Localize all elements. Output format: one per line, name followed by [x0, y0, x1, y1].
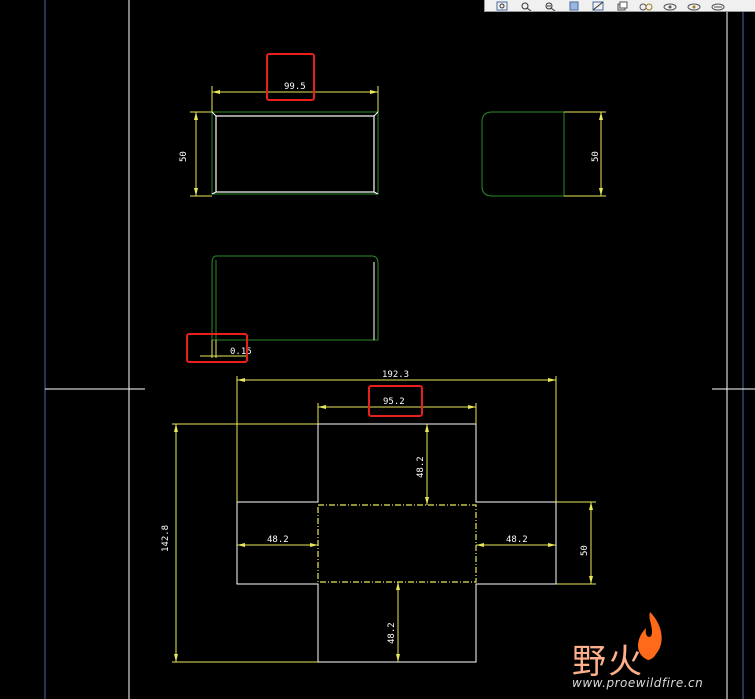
top-view-height-dim[interactable]: 50 — [179, 151, 189, 162]
watermark-url: www.proewildfire.cn — [572, 676, 704, 690]
highlight-boxes — [186, 53, 423, 417]
flat-right-height-dim[interactable]: 50 — [580, 545, 590, 556]
flat-pattern[interactable]: 192.3 95.2 142.8 48.2 48.2 48.2 48.2 — [161, 370, 596, 663]
side-view[interactable]: 50 — [481, 111, 606, 197]
watermark: 野火 www.proewildfire.cn — [570, 612, 750, 692]
display-style-2-icon[interactable] — [661, 1, 679, 11]
front-view[interactable]: 0.15 — [200, 255, 379, 358]
display-style-4-icon[interactable] — [709, 1, 727, 11]
top-view-width-dim[interactable]: 99.5 — [284, 82, 306, 92]
display-style-3-icon[interactable] — [685, 1, 703, 11]
zoom-out-icon[interactable] — [541, 1, 559, 11]
drawing-frame — [44, 0, 755, 699]
display-style-1-icon[interactable] — [637, 1, 655, 11]
flat-left-flap-dim[interactable]: 48.2 — [267, 535, 289, 545]
layers-icon[interactable] — [613, 1, 631, 11]
zoom-fit-icon[interactable] — [493, 1, 511, 11]
repaint-icon[interactable] — [565, 1, 583, 11]
thickness-dim[interactable]: 0.15 — [230, 347, 252, 357]
flat-top-flap-dim[interactable]: 48.2 — [416, 456, 426, 478]
flat-overall-height-dim[interactable]: 142.8 — [161, 525, 171, 552]
view-orient-icon[interactable] — [589, 1, 607, 11]
flat-center-width-dim[interactable]: 95.2 — [383, 397, 405, 407]
view-toolbar — [484, 0, 755, 12]
flat-overall-width-dim[interactable]: 192.3 — [382, 370, 409, 380]
zoom-in-icon[interactable] — [517, 1, 535, 11]
flat-bottom-flap-dim[interactable]: 48.2 — [387, 622, 397, 644]
flame-logo-icon — [638, 612, 662, 660]
watermark-cn: 野火 — [572, 642, 644, 682]
top-view[interactable]: 99.5 50 — [179, 82, 379, 197]
flat-right-flap-dim[interactable]: 48.2 — [506, 535, 528, 545]
side-view-height-dim[interactable]: 50 — [591, 151, 601, 162]
